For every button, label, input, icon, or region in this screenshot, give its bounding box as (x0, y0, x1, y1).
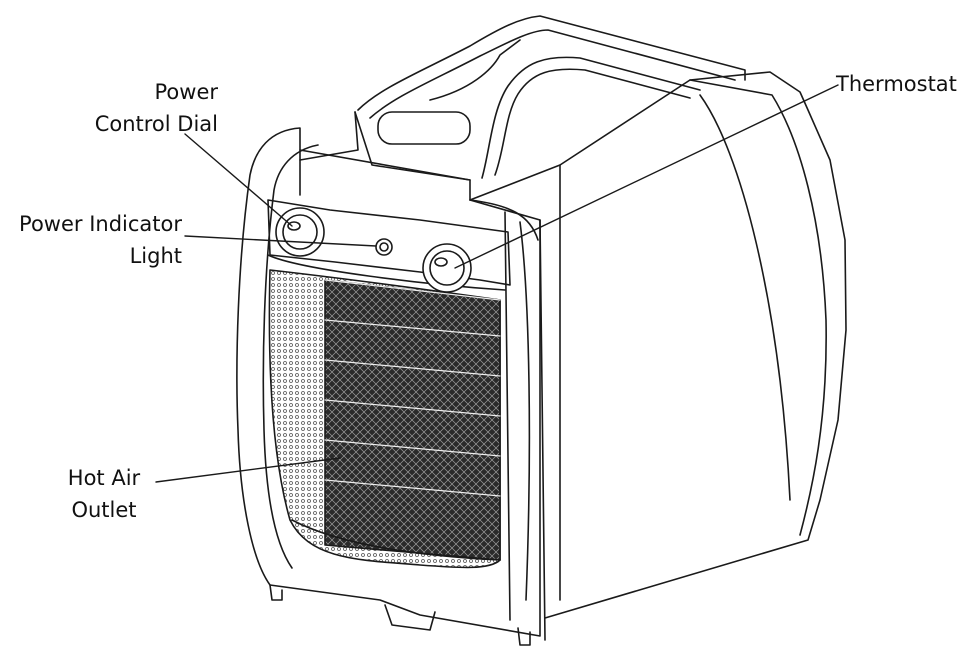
label-hot-air-outlet: Hot Air Outlet (58, 462, 150, 526)
power-indicator-light (375, 238, 393, 256)
heater-grille (268, 269, 501, 569)
label-line: Power (154, 80, 219, 104)
power-control-dial[interactable] (275, 207, 325, 257)
control-panel (267, 199, 511, 291)
leader-lines (155, 84, 839, 483)
label-line: Thermostat (836, 72, 957, 96)
label-thermostat: Thermostat (836, 68, 957, 100)
label-line: Outlet (71, 498, 137, 522)
thermostat-dial[interactable] (422, 243, 472, 293)
label-line: Power Indicator (19, 212, 182, 236)
carry-handle (299, 15, 746, 179)
label-line: Hot Air (67, 466, 141, 490)
heater-feet (269, 584, 531, 646)
label-power-indicator-light: Power Indicator Light (10, 208, 182, 272)
label-power-control-dial: Power Control Dial (80, 76, 218, 140)
label-line: Control Dial (94, 112, 218, 136)
body-side (469, 71, 847, 619)
label-line: Light (129, 244, 182, 268)
